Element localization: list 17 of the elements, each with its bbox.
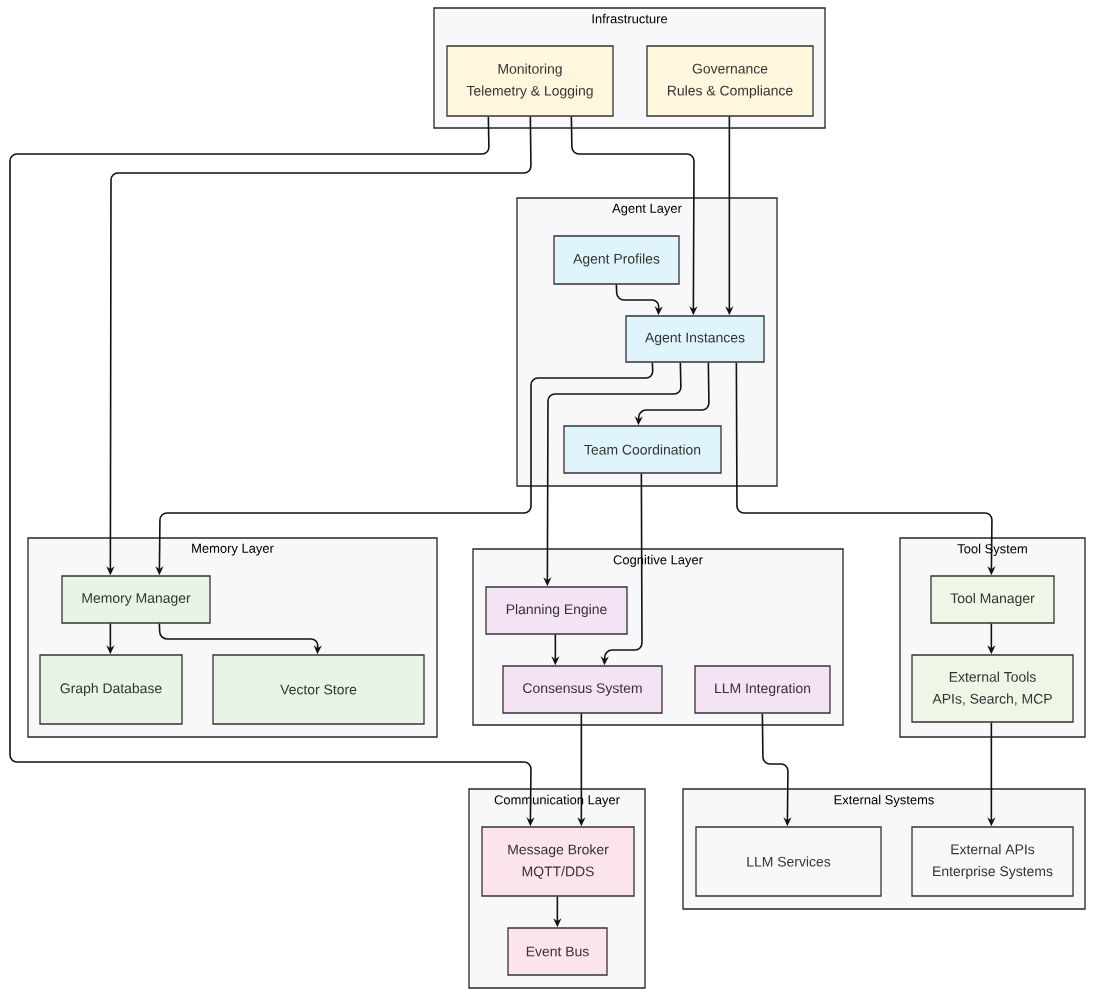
process-box: Consensus System bbox=[502, 665, 663, 714]
process-box: Governance Rules & Compliance bbox=[646, 45, 814, 117]
process-box: Agent Profiles bbox=[553, 235, 680, 285]
process-box: Graph Database bbox=[39, 654, 183, 725]
process-box: Vector Store bbox=[212, 654, 425, 725]
process-box: Memory Manager bbox=[61, 575, 211, 624]
process-box: Agent Instances bbox=[625, 315, 765, 363]
process-box: Monitoring Telemetry & Logging bbox=[446, 45, 614, 117]
process-box: External APIs Enterprise Systems bbox=[911, 826, 1074, 897]
process-box: Event Bus bbox=[507, 927, 608, 976]
process-box: Message Broker MQTT/DDS bbox=[481, 826, 635, 897]
process-box: External Tools APIs, Search, MCP bbox=[911, 654, 1074, 723]
process-box: Tool Manager bbox=[930, 575, 1055, 624]
process-box: LLM Services bbox=[695, 826, 882, 897]
process-box: LLM Integration bbox=[694, 665, 831, 714]
process-box: Team Coordination bbox=[563, 425, 722, 474]
process-box: Planning Engine bbox=[485, 586, 628, 635]
